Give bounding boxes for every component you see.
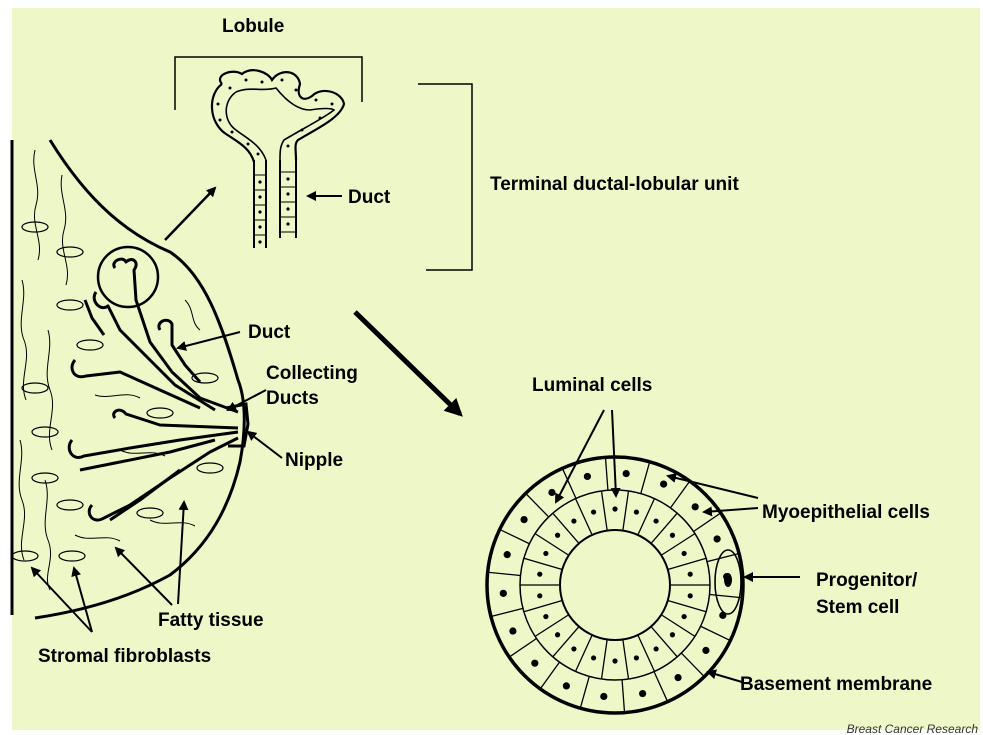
luminal-nucleus: [591, 655, 596, 660]
myoepithelial-nucleus: [623, 470, 630, 477]
luminal-nucleus: [688, 593, 693, 598]
luminal-nucleus: [634, 655, 639, 660]
luminal-nucleus: [682, 614, 687, 619]
luminal-nucleus: [682, 551, 687, 556]
myoepithelial-nucleus: [600, 693, 607, 700]
label-myoepithelial: Myoepithelial cells: [762, 502, 930, 523]
myoepithelial-nucleus: [639, 690, 646, 697]
label-basement: Basement membrane: [740, 674, 932, 695]
label-nipple: Nipple: [285, 450, 343, 471]
luminal-nucleus: [634, 509, 639, 514]
luminal-nucleus: [537, 593, 542, 598]
label-luminal: Luminal cells: [532, 375, 652, 396]
label-tdlu: Terminal ductal-lobular unit: [490, 174, 739, 195]
myoepithelial-nucleus: [674, 674, 681, 681]
label-duct-mid: Duct: [248, 322, 291, 343]
luminal-nucleus: [612, 506, 617, 511]
luminal-nucleus: [670, 632, 675, 637]
myoepithelial-nucleus: [531, 660, 538, 667]
label-lobule: Lobule: [222, 16, 284, 37]
myoepithelial-nucleus: [500, 590, 507, 597]
myoepithelial-nucleus: [692, 503, 699, 510]
myoepithelial-nucleus: [504, 551, 511, 558]
myoepithelial-nucleus: [563, 682, 570, 689]
luminal-nucleus: [653, 518, 658, 523]
luminal-nucleus: [670, 533, 675, 538]
label-duct-top: Duct: [348, 187, 391, 208]
myoepithelial-nucleus: [584, 473, 591, 480]
myoepithelial-nucleus: [548, 489, 555, 496]
label-progenitor-1: Progenitor/: [816, 570, 918, 591]
luminal-nucleus: [591, 509, 596, 514]
luminal-nucleus: [571, 646, 576, 651]
myoepithelial-nucleus: [520, 516, 527, 523]
luminal-nucleus: [543, 614, 548, 619]
luminal-nucleus: [555, 533, 560, 538]
label-fatty: Fatty tissue: [158, 610, 264, 631]
luminal-nucleus: [537, 572, 542, 577]
luminal-nucleus: [543, 551, 548, 556]
myoepithelial-nucleus: [509, 627, 516, 634]
luminal-nucleus: [688, 572, 693, 577]
luminal-nucleus: [653, 646, 658, 651]
credit-text: Breast Cancer Research: [847, 722, 979, 735]
progenitor-nucleus: [724, 573, 732, 587]
luminal-nucleus: [555, 632, 560, 637]
myoepithelial-nucleus: [660, 481, 667, 488]
luminal-nucleus: [571, 518, 576, 523]
myoepithelial-nucleus: [702, 647, 709, 654]
label-collecting-1: Collecting: [266, 363, 358, 384]
label-collecting-2: Ducts: [266, 388, 319, 409]
label-progenitor-2: Stem cell: [816, 597, 899, 618]
luminal-nucleus: [612, 658, 617, 663]
myoepithelial-nucleus: [714, 535, 721, 542]
label-stromal: Stromal fibroblasts: [38, 646, 211, 667]
